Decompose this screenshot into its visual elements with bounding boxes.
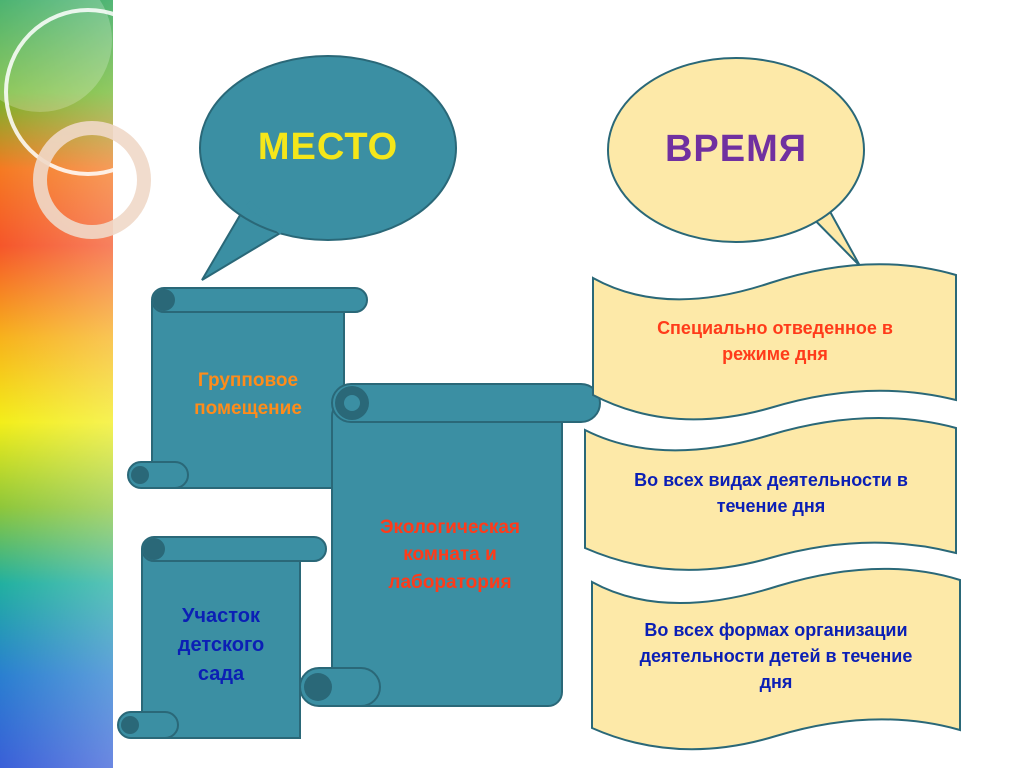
all-activities-label: Во всех видах деятельности в течение дня [634,469,908,516]
kindergarten-site-label: Участок детского сада [177,604,265,685]
scroll-kindergarten-site [117,536,327,739]
speech-bubble-place [199,55,457,281]
daily-routine-label: Специально отведенное в режиме дня [657,317,893,364]
banner-daily-routine [592,263,957,421]
place-label: МЕСТО [257,126,399,169]
all-forms-label: Во всех формах организации деятельности … [639,619,913,693]
decor-ring-2 [33,121,151,239]
group-room-label: Групповое помещение [194,370,302,419]
time-label: ВРЕМЯ [664,128,808,171]
scroll-group-room [127,287,368,489]
decor-circle-large [0,0,112,112]
banner-all-activities [584,417,957,571]
rainbow-strip [0,0,172,768]
eco-room-label: Экологическая комната и лаборатория [379,516,520,593]
speech-bubble-time [607,57,865,267]
banner-all-forms [591,567,961,751]
decor-ring-1 [4,8,172,176]
scroll-eco-room [299,383,601,707]
